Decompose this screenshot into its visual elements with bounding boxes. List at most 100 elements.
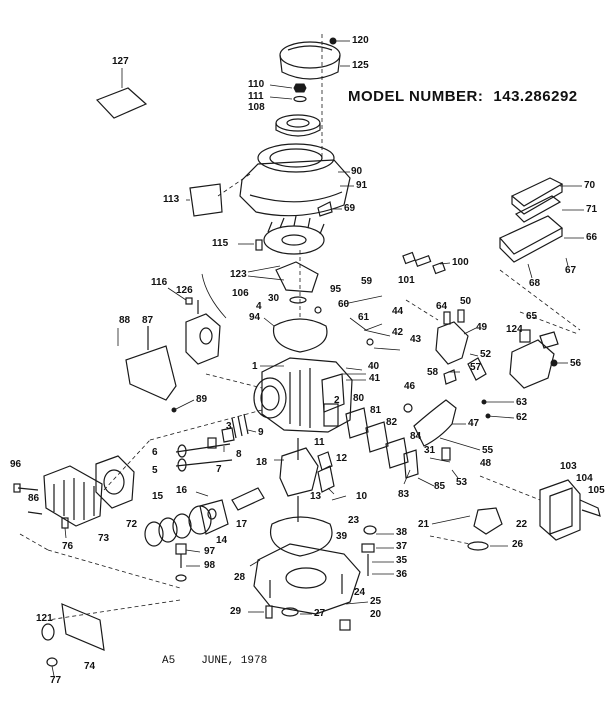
callout-59: 59 [361,276,373,287]
model-number-label: MODEL NUMBER: [348,88,484,105]
valve-train-part [175,413,257,472]
callout-50: 50 [460,296,472,307]
callout-120: 120 [352,35,369,46]
breather-gaskets-part [323,403,419,479]
callout-66: 66 [586,232,598,243]
callout-38: 38 [396,527,408,538]
callout-10: 10 [356,491,368,502]
callout-6: 6 [152,447,158,458]
callout-37: 37 [396,541,408,552]
oil-fill-part [361,525,394,576]
revision-date: JUNE, 1978 [201,655,268,667]
callout-67: 67 [565,265,577,276]
callout-121: 121 [36,613,53,624]
callout-29: 29 [230,606,242,617]
callout-56: 56 [570,358,582,369]
callout-82: 82 [386,417,398,428]
dowel-pin-part [61,517,69,539]
callout-76: 76 [62,541,74,552]
callout-60: 60 [338,299,350,310]
callout-8: 8 [236,449,242,460]
diagram-footer: A5 JUNE, 1978 [162,655,293,667]
callout-85: 85 [434,481,446,492]
callout-110: 110 [248,79,265,90]
callout-89: 89 [196,394,208,405]
mounting-bracket-part [117,326,177,401]
intake-screen-part [317,201,342,217]
callout-65: 65 [526,311,538,322]
callout-48: 48 [480,458,492,469]
rewind-starter-part [279,37,350,80]
nut-washer-part [269,83,307,103]
bracket-screw-part [171,399,195,413]
callout-71: 71 [586,204,598,215]
callout-27: 27 [314,608,326,619]
model-number-heading: MODEL NUMBER: 143.286292 [348,88,588,105]
callout-4: 4 [256,301,262,312]
callout-43: 43 [410,334,422,345]
callout-127: 127 [112,56,129,67]
callout-104: 104 [576,473,593,484]
callout-14: 14 [216,535,228,546]
callout-81: 81 [370,405,382,416]
callout-87: 87 [142,315,154,326]
drain-plug-part [175,543,201,582]
ignition-module-part [247,261,319,304]
callout-80: 80 [353,393,365,404]
callout-63: 63 [516,397,528,408]
blower-housing-part [239,143,354,217]
callout-94: 94 [249,312,261,323]
callout-113: 113 [163,194,180,205]
sump-bolts-part [248,559,369,631]
callout-62: 62 [516,412,528,423]
callout-47: 47 [468,418,480,429]
model-number-value: 143.286292 [493,88,578,105]
callout-52: 52 [480,349,492,360]
callout-13: 13 [310,491,322,502]
callout-35: 35 [396,555,408,566]
callout-123: 123 [230,269,247,280]
callout-55: 55 [482,445,494,456]
screen-part [186,183,223,217]
muffler-mount-part [431,507,508,551]
callout-61: 61 [358,312,370,323]
callout-77: 77 [50,675,62,686]
head-gasket-part [95,455,135,509]
page-code: A5 [162,655,176,667]
callout-68: 68 [529,278,541,289]
spark-plug-part [402,251,451,275]
callout-73: 73 [98,533,110,544]
callout-25: 25 [370,596,382,607]
crankshaft-part [274,438,333,522]
callout-44: 44 [392,306,404,317]
callout-42: 42 [392,327,404,338]
cylinder-head-part [43,465,103,527]
flywheel-part [238,215,325,255]
callout-15: 15 [152,491,164,502]
callout-100: 100 [452,257,469,268]
callout-64: 64 [436,301,448,312]
fuel-pump-part [185,300,221,365]
camshaft-part [317,465,335,495]
callout-72: 72 [126,519,138,530]
callout-111: 111 [248,91,264,102]
callout-20: 20 [370,609,382,620]
oil-sump-part [253,543,361,615]
callout-7: 7 [216,464,222,475]
callout-126: 126 [176,285,193,296]
callout-115: 115 [212,238,229,249]
callout-74: 74 [84,661,96,672]
ground-wire-part [167,273,227,319]
callout-28: 28 [234,572,246,583]
air-cleaner-assembly-part [499,177,584,331]
callout-125: 125 [352,60,369,71]
engine-block-part [253,357,366,433]
intake-elbow-part [403,399,466,447]
callout-30: 30 [268,293,280,304]
callout-23: 23 [348,515,360,526]
piston-rings-part [144,487,265,547]
callout-40: 40 [368,361,380,372]
starter-cup-part [275,114,321,137]
callout-5: 5 [152,465,158,476]
callout-83: 83 [398,489,410,500]
